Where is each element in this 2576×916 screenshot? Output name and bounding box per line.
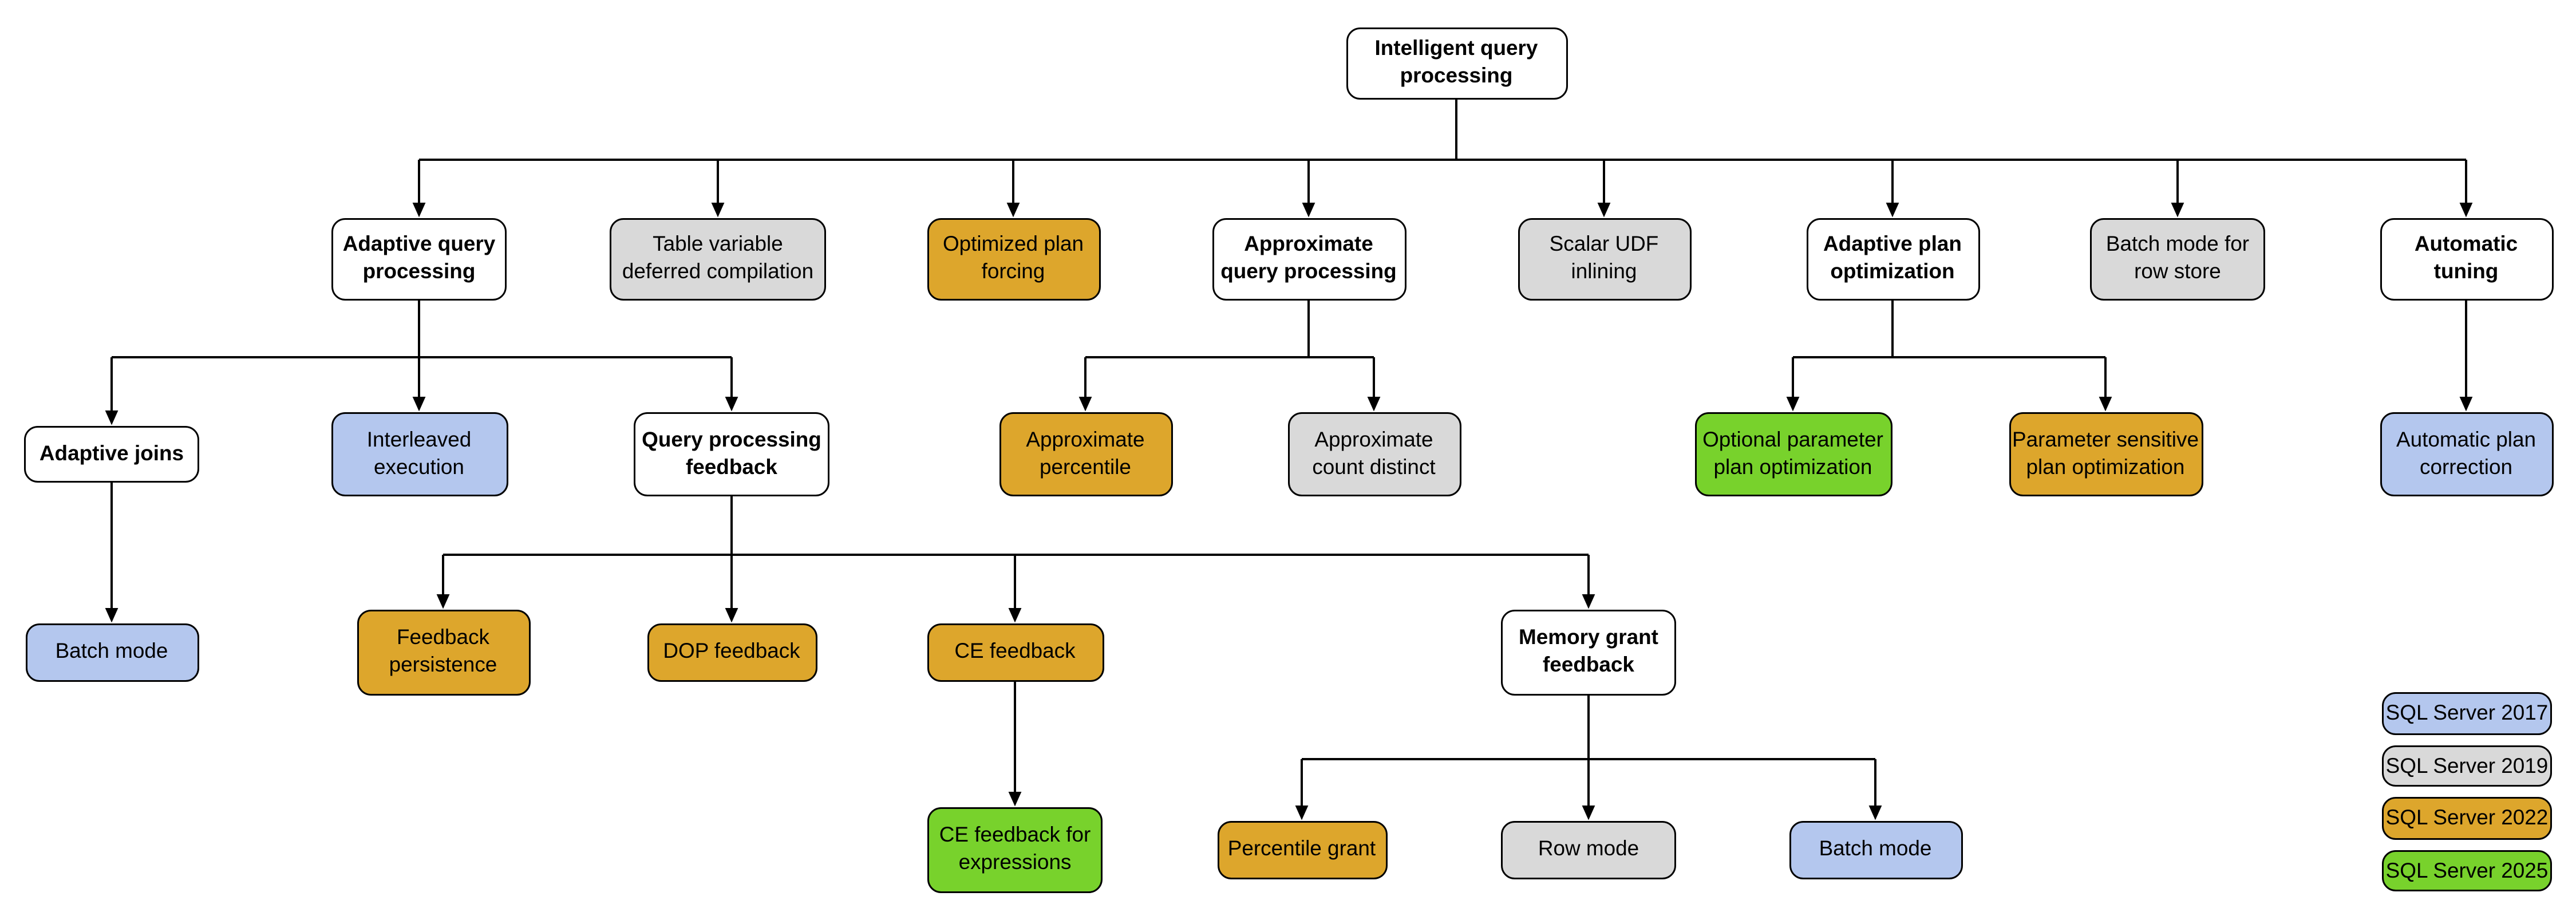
node-percentile-grant: Percentile grant	[1216, 821, 1387, 879]
node-batch-mode-memory-grant: Batch mode	[1788, 821, 1962, 879]
legend-item-sql-server-2017: SQL Server 2017	[2382, 692, 2552, 735]
node-optimized-plan-forcing: Optimized plan forcing	[926, 218, 1100, 301]
node-optional-parameter-plan-optimization: Optional parameter plan optimization	[1694, 412, 1892, 496]
arrowhead-icon	[1597, 202, 1611, 218]
arrowhead-icon	[2459, 396, 2473, 412]
arrowhead-icon	[1786, 396, 1800, 412]
node-approximate-percentile: Approximate percentile	[998, 412, 1172, 496]
legend-item-sql-server-2022: SQL Server 2022	[2382, 797, 2552, 840]
arrowhead-icon	[1886, 202, 1899, 218]
arrowhead-icon	[725, 396, 738, 412]
node-intelligent-query-processing: Intelligent query processing	[1345, 27, 1567, 100]
node-interleaved-execution: Interleaved execution	[330, 412, 508, 496]
node-ce-feedback: CE feedback	[926, 623, 1104, 682]
node-adaptive-query-processing: Adaptive query processing	[331, 218, 507, 301]
arrowhead-icon	[2459, 202, 2473, 218]
node-adaptive-joins: Adaptive joins	[24, 426, 199, 483]
legend-item-sql-server-2019: SQL Server 2019	[2382, 744, 2552, 787]
node-approximate-count-distinct: Approximate count distinct	[1287, 412, 1461, 496]
node-batch-mode-for-row-store: Batch mode for row store	[2090, 218, 2265, 301]
arrowhead-icon	[2099, 396, 2112, 412]
legend-item-sql-server-2025: SQL Server 2025	[2382, 850, 2552, 893]
node-feedback-persistence: Feedback persistence	[356, 610, 530, 696]
node-automatic-plan-correction: Automatic plan correction	[2379, 412, 2553, 496]
arrowhead-icon	[1868, 805, 1882, 820]
arrowhead-icon	[1078, 396, 1092, 412]
arrowhead-icon	[1295, 805, 1309, 820]
arrowhead-icon	[105, 410, 118, 425]
node-scalar-udf-inlining: Scalar UDF inlining	[1517, 218, 1691, 301]
arrowhead-icon	[1582, 805, 1595, 820]
arrowhead-icon	[725, 607, 738, 623]
node-ce-feedback-for-expressions: CE feedback for expressions	[927, 807, 1103, 893]
arrowhead-icon	[711, 202, 725, 218]
node-batch-mode-adaptive-joins: Batch mode	[25, 623, 199, 682]
arrowhead-icon	[412, 202, 426, 218]
arrowhead-icon	[1582, 594, 1595, 609]
arrowhead-icon	[1008, 791, 1022, 807]
arrowhead-icon	[2171, 202, 2184, 218]
node-dop-feedback: DOP feedback	[646, 623, 817, 682]
arrowhead-icon	[1367, 396, 1381, 412]
arrowhead-icon	[1006, 202, 1020, 218]
node-automatic-tuning: Automatic tuning	[2379, 218, 2553, 301]
node-adaptive-plan-optimization: Adaptive plan optimization	[1805, 218, 1980, 301]
arrowhead-icon	[412, 396, 426, 412]
arrowhead-icon	[105, 607, 118, 623]
node-parameter-sensitive-plan-optimization: Parameter sensitive plan optimization	[2008, 412, 2203, 496]
node-row-mode: Row mode	[1501, 821, 1676, 879]
arrowhead-icon	[1302, 202, 1315, 218]
arrowhead-icon	[436, 594, 450, 609]
node-query-processing-feedback: Query processing feedback	[634, 412, 829, 496]
arrowhead-icon	[1008, 607, 1022, 623]
node-table-variable-deferred-compilation: Table variable deferred compilation	[610, 218, 826, 301]
node-memory-grant-feedback: Memory grant feedback	[1501, 610, 1676, 696]
node-approximate-query-processing: Approximate query processing	[1211, 218, 1406, 301]
